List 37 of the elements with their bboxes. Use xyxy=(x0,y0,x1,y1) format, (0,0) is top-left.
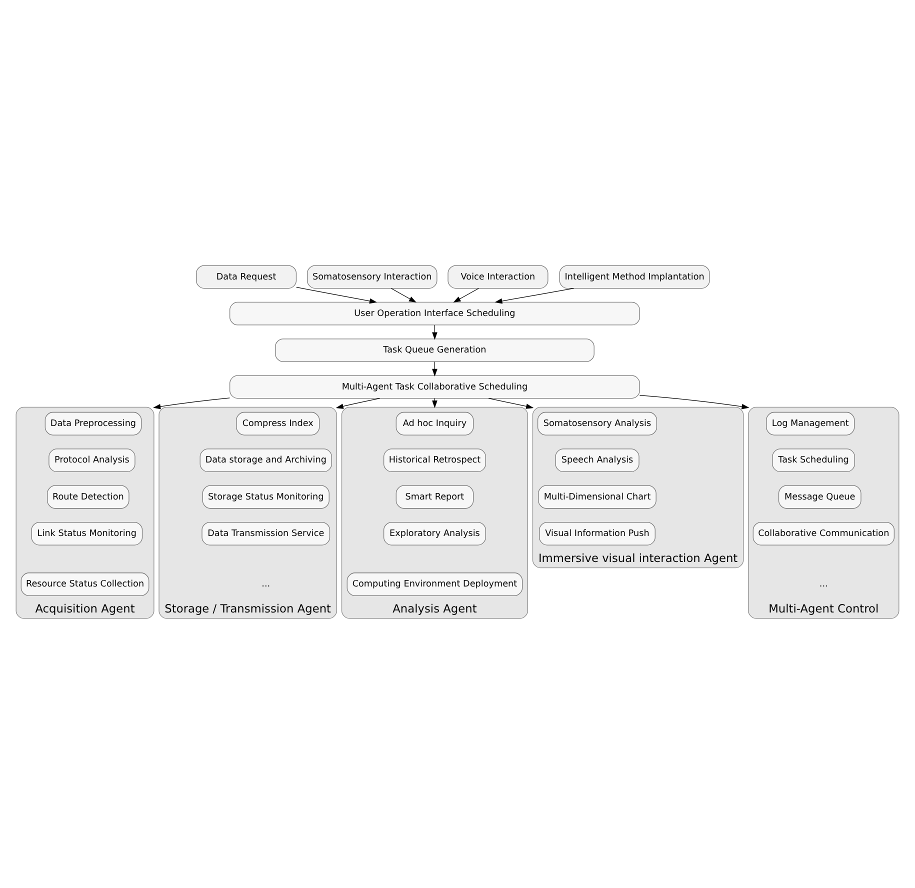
node-box: User Operation Interface Scheduling xyxy=(230,301,640,325)
node-box: Task Queue Generation xyxy=(275,338,594,362)
node-box: Voice Interaction xyxy=(448,264,548,288)
node-box: Link Status Monitoring xyxy=(31,521,143,545)
node-box: Visual Information Push xyxy=(539,521,656,545)
node-text: ... xyxy=(819,579,828,590)
node-box: Protocol Analysis xyxy=(48,448,136,472)
node-box: Speech Analysis xyxy=(555,448,640,472)
node-box: Historical Retrospect xyxy=(384,448,486,472)
node-box: Multi-Agent Task Collaborative Scheduling xyxy=(230,374,640,398)
node-box: Task Scheduling xyxy=(772,448,855,472)
node-box: Resource Status Collection xyxy=(20,572,150,596)
node-box: Multi-Dimensional Chart xyxy=(538,484,656,508)
node-box: Route Detection xyxy=(47,484,130,508)
node-text: ... xyxy=(262,579,270,590)
arrow xyxy=(639,394,750,409)
arrow xyxy=(390,288,417,302)
node-box: Log Management xyxy=(766,411,855,435)
node-box: Computing Environment Deployment xyxy=(346,572,523,596)
node-box: Data Preprocessing xyxy=(44,411,142,435)
arrow xyxy=(494,288,574,304)
node-box: Ad hoc Inquiry xyxy=(396,411,474,435)
node-box: Data storage and Archiving xyxy=(200,448,332,472)
node-box: Data Transmission Service xyxy=(202,521,330,545)
node-box: Collaborative Communication xyxy=(752,521,894,545)
node-box: Storage Status Monitoring xyxy=(202,484,330,508)
arrow xyxy=(453,288,479,302)
node-box: Smart Report xyxy=(396,484,474,508)
arrow xyxy=(296,286,378,304)
node-box: Compress Index xyxy=(236,411,320,435)
node-box: Somatosensory Interaction xyxy=(307,264,438,288)
node-box: Somatosensory Analysis xyxy=(538,411,658,435)
node-box: Intelligent Method Implantation xyxy=(559,264,710,288)
node-box: Data Request xyxy=(196,264,297,288)
node-box: Exploratory Analysis xyxy=(384,521,486,545)
arrow xyxy=(153,397,230,409)
node-box: Message Queue xyxy=(778,484,862,508)
